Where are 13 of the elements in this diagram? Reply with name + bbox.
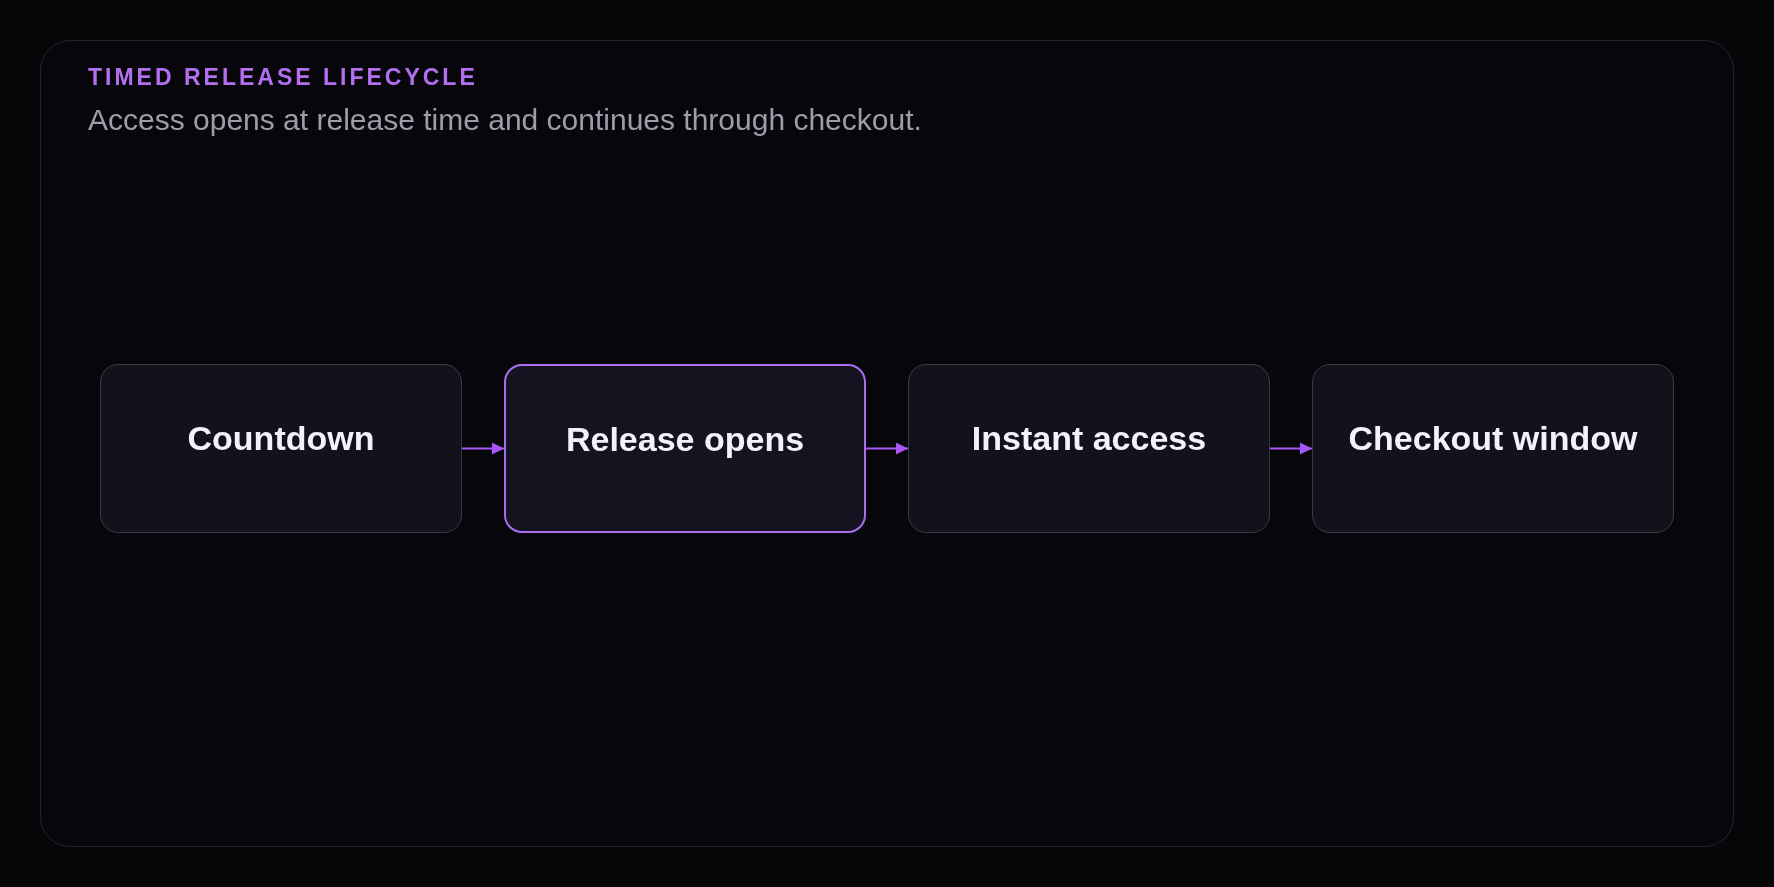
step-box [1312, 364, 1674, 533]
arrow [461, 442, 505, 455]
step-box [100, 364, 462, 533]
arrow [1269, 442, 1313, 455]
step-label: Countdown [187, 419, 375, 457]
diagram-title: TIMED RELEASE LIFECYCLE [88, 63, 478, 91]
arrow [865, 442, 909, 455]
highlighted-step-box [504, 364, 866, 533]
step-box [908, 364, 1270, 533]
step-label: Instant access [971, 419, 1207, 457]
step-label: Checkout window [1348, 419, 1638, 457]
step-label: Release opens [565, 420, 805, 458]
subtitle: Access opens at release time and continues through checkout. [88, 102, 922, 138]
